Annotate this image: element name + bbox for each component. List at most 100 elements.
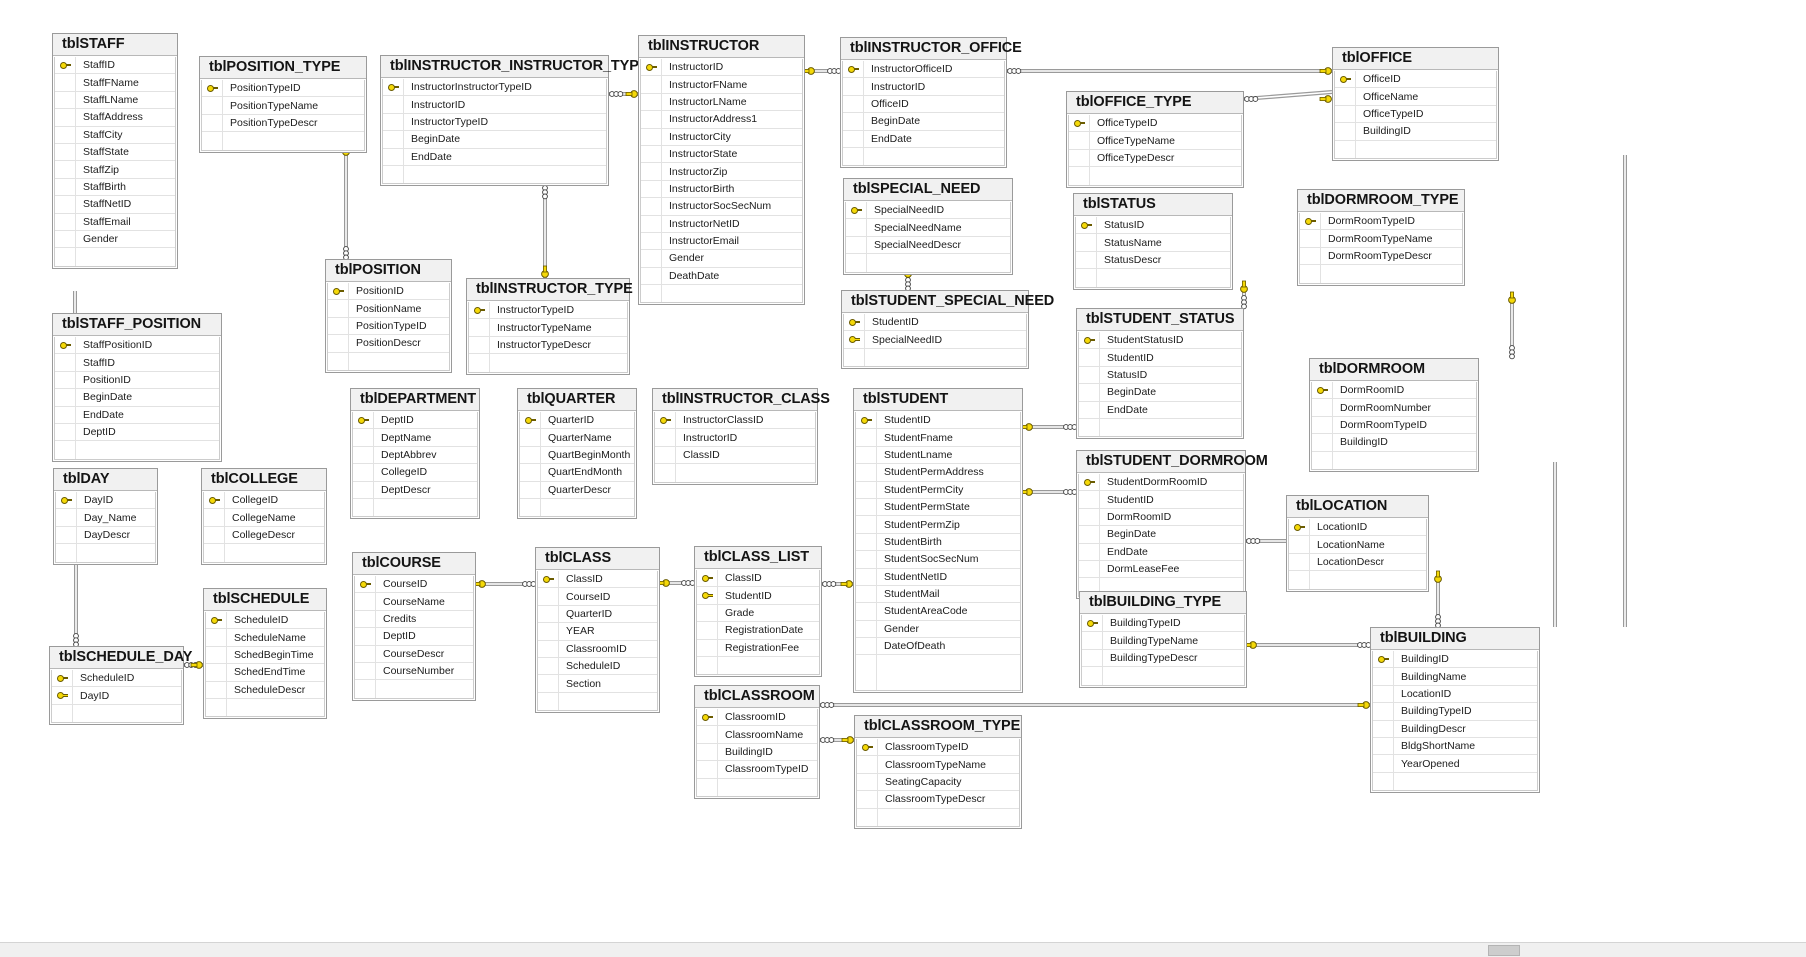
field-row[interactable]: CourseDescr: [355, 645, 473, 663]
relationship-line[interactable]: [1508, 291, 1516, 360]
field-row[interactable]: StudentID: [697, 587, 819, 605]
field-row[interactable]: DormRoomTypeDescr: [1300, 247, 1462, 266]
field-row[interactable]: DeathDate: [641, 267, 802, 286]
field-row[interactable]: DeptID: [55, 423, 219, 442]
field-row[interactable]: StaffPositionID: [55, 337, 219, 355]
field-row[interactable]: InstructorID: [843, 78, 1004, 96]
field-row[interactable]: QuarterID: [520, 412, 634, 430]
field-row[interactable]: InstructorFName: [641, 76, 802, 94]
field-row[interactable]: DormRoomTypeID: [1300, 213, 1462, 231]
field-row[interactable]: DeptName: [353, 429, 477, 447]
field-row[interactable]: StatusDescr: [1076, 251, 1230, 270]
field-row[interactable]: StudentPermState: [856, 498, 1020, 517]
relationship-line[interactable]: [657, 579, 696, 587]
field-row[interactable]: StudentLname: [856, 446, 1020, 465]
field-row[interactable]: StaffFName: [55, 74, 175, 92]
field-row[interactable]: BuildingTypeDescr: [1082, 649, 1244, 668]
field-row[interactable]: DormRoomID: [1079, 508, 1243, 527]
field-row[interactable]: BuildingID: [697, 743, 817, 762]
field-row[interactable]: BuildingTypeID: [1082, 615, 1244, 633]
field-row[interactable]: StudentPermCity: [856, 481, 1020, 499]
field-row[interactable]: InstructorState: [641, 145, 802, 164]
field-row[interactable]: Gender: [55, 230, 175, 249]
field-row[interactable]: LocationID: [1289, 519, 1426, 537]
field-row[interactable]: StatusID: [1079, 366, 1241, 385]
field-row[interactable]: InstructorClassID: [655, 412, 815, 430]
field-row[interactable]: ClassID: [697, 570, 819, 588]
field-row[interactable]: QuarterDescr: [520, 481, 634, 499]
field-row[interactable]: EndDate: [843, 130, 1004, 148]
field-row[interactable]: BuildingDescr: [1373, 720, 1537, 738]
field-row[interactable]: DateOfDeath: [856, 638, 1020, 656]
field-row[interactable]: StudentID: [1079, 491, 1243, 509]
field-row[interactable]: OfficeTypeName: [1069, 132, 1241, 150]
field-row[interactable]: PositionTypeName: [202, 97, 364, 115]
field-row[interactable]: InstructorZip: [641, 163, 802, 181]
field-row[interactable]: StaffLName: [55, 91, 175, 110]
relationship-line[interactable]: [1020, 488, 1078, 496]
field-row[interactable]: InstructorOfficeID: [843, 61, 1004, 79]
field-row[interactable]: StatusID: [1076, 217, 1230, 235]
field-row[interactable]: YearOpened: [1373, 755, 1537, 773]
field-row[interactable]: CourseID: [355, 576, 473, 594]
field-row[interactable]: InstructorTypeID: [383, 113, 606, 132]
field-row[interactable]: StaffBirth: [55, 178, 175, 197]
field-row[interactable]: ClassroomName: [697, 726, 817, 744]
field-row[interactable]: BldgShortName: [1373, 737, 1537, 756]
field-row[interactable]: BeginDate: [55, 389, 219, 407]
field-row[interactable]: LocationID: [1373, 685, 1537, 704]
field-row[interactable]: CourseID: [538, 588, 657, 606]
relationship-line[interactable]: [1243, 90, 1333, 103]
field-row[interactable]: StudentBirth: [856, 533, 1020, 552]
field-row[interactable]: Gender: [856, 620, 1020, 639]
field-row[interactable]: OfficeTypeID: [1069, 115, 1241, 133]
field-row[interactable]: DayID: [56, 492, 155, 510]
field-row[interactable]: PositionID: [328, 283, 449, 301]
field-row[interactable]: InstructorTypeName: [469, 319, 627, 337]
field-row[interactable]: InstructorCity: [641, 128, 802, 146]
field-row[interactable]: ClassroomTypeName: [857, 756, 1019, 774]
field-row[interactable]: OfficeID: [1335, 71, 1496, 89]
field-row[interactable]: OfficeName: [1335, 88, 1496, 106]
field-row[interactable]: CourseName: [355, 593, 473, 611]
field-row[interactable]: StudentPermAddress: [856, 464, 1020, 482]
field-row[interactable]: StudentMail: [856, 585, 1020, 604]
field-row[interactable]: ClassID: [655, 446, 815, 465]
field-row[interactable]: BuildingTypeName: [1082, 632, 1244, 650]
field-row[interactable]: ClassroomTypeID: [857, 739, 1019, 757]
horizontal-scrollbar[interactable]: [0, 942, 1806, 957]
field-row[interactable]: StaffID: [55, 354, 219, 372]
field-row[interactable]: Grade: [697, 604, 819, 623]
field-row[interactable]: StudentID: [1079, 349, 1241, 367]
field-row[interactable]: StudentStatusID: [1079, 332, 1241, 350]
field-row[interactable]: BuildingTypeID: [1373, 703, 1537, 721]
field-row[interactable]: StudentID: [856, 412, 1020, 430]
relationship-line[interactable]: [609, 90, 638, 98]
relationship-line[interactable]: [1007, 67, 1332, 75]
relationship-line[interactable]: [1434, 570, 1442, 629]
field-row[interactable]: BuildingID: [1335, 123, 1496, 141]
field-row[interactable]: ClassID: [538, 571, 657, 589]
field-row[interactable]: CollegeDescr: [204, 526, 324, 545]
field-row[interactable]: LocationDescr: [1289, 553, 1426, 572]
relationship-line[interactable]: [820, 736, 854, 744]
